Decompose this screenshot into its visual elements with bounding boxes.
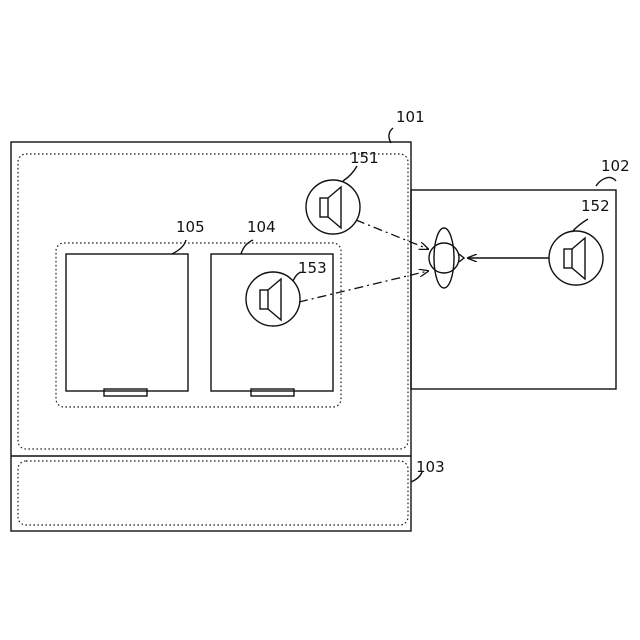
speaker-153 <box>246 272 300 326</box>
label-101: 101 <box>396 108 425 126</box>
speaker-151 <box>306 180 360 234</box>
label-151: 151 <box>350 149 379 167</box>
label-153: 153 <box>298 259 327 277</box>
speaker-152 <box>549 231 603 285</box>
speaker-icon <box>260 279 281 320</box>
panel-105 <box>66 254 188 396</box>
label-103: 103 <box>416 458 445 476</box>
label-102: 102 <box>601 157 630 175</box>
speaker-icon <box>320 187 341 228</box>
display-102 <box>411 190 616 389</box>
sound-path-151 <box>356 220 428 249</box>
listener-head-icon <box>429 228 464 288</box>
leader-lines <box>172 128 616 482</box>
label-104: 104 <box>247 218 276 236</box>
speaker-icon <box>564 238 585 279</box>
label-105: 105 <box>176 218 205 236</box>
label-152: 152 <box>581 197 610 215</box>
lower-section-103 <box>18 461 408 525</box>
